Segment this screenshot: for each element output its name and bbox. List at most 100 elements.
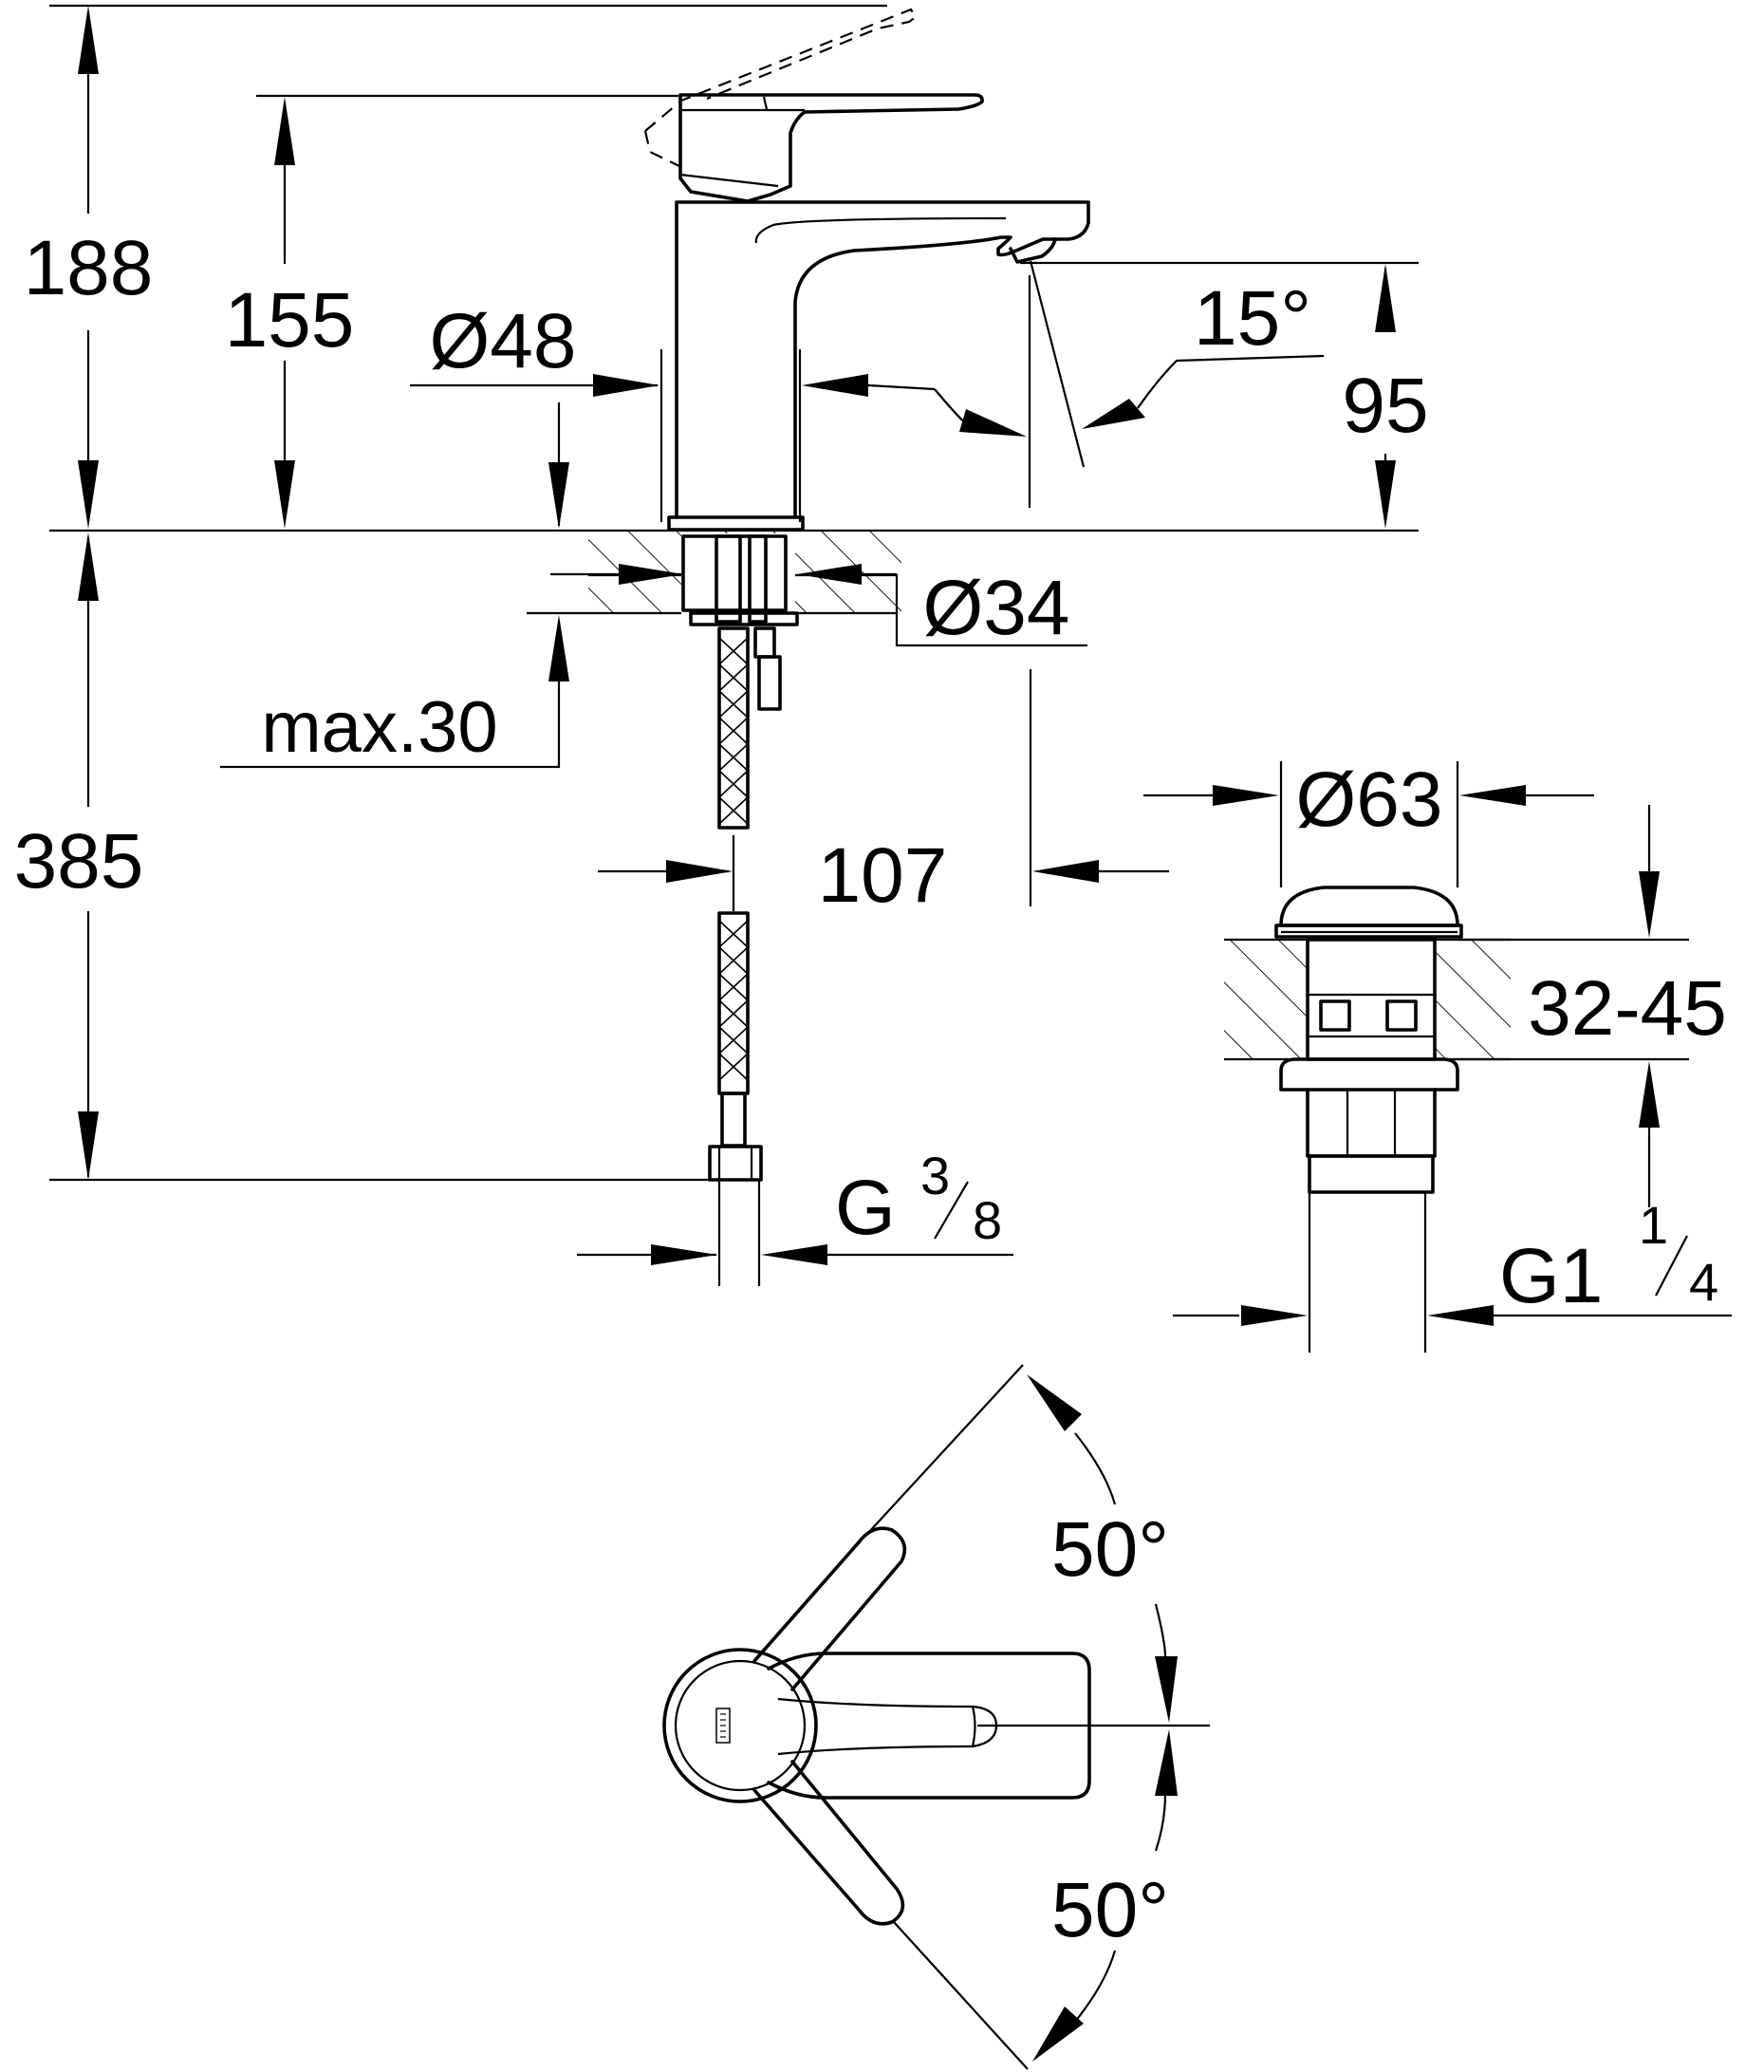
lever-top-rotated-down [752, 1760, 905, 1926]
arc-50-upper-bottom [1154, 1603, 1167, 1657]
arrow-107-left [666, 860, 733, 883]
arrow-34-right [797, 564, 862, 585]
arc-50-lower-bottom [1074, 1950, 1117, 2023]
lever-bottom-line [679, 173, 779, 188]
arrow-155-top [274, 97, 295, 165]
waste-cap [1279, 886, 1459, 927]
arrow-g114-right [1427, 1305, 1494, 1326]
arrow-g38-right [761, 1244, 827, 1265]
fraction-slash-g38 [934, 1181, 969, 1240]
arrow-34-left [619, 564, 683, 585]
faucet-top-view: 50° 50° [662, 1364, 1210, 2070]
dim-label-32-45: 32-45 [1528, 965, 1727, 1052]
hose-lower-braid [718, 920, 749, 1081]
arrow-48-left [593, 374, 659, 397]
arrow-g114-left [1241, 1305, 1308, 1326]
arrow-32-45-top [1639, 871, 1660, 938]
connection-label-g38-num: 3 [920, 1146, 950, 1205]
waste-slot-right [1385, 999, 1418, 1032]
arrow-15-left [959, 409, 1027, 437]
fixing-nut [689, 611, 799, 626]
hose-upper [717, 626, 750, 830]
arrow-188-bottom [78, 460, 99, 529]
connection-label-g38-den: 8 [973, 1190, 1002, 1250]
connection-label-g114-den: 4 [1689, 1252, 1718, 1312]
arrow-50-lower-start [1155, 1729, 1178, 1796]
arrow-32-45-bottom [1639, 1061, 1660, 1128]
brand-logo-mark [715, 1708, 731, 1744]
dim-label-34: Ø34 [923, 565, 1070, 651]
lever-top-inner [777, 1697, 976, 1756]
dim-label-15deg: 15° [1194, 275, 1311, 362]
angle-line-lower [893, 1921, 1029, 2070]
lever-raised-position-2 [643, 96, 771, 168]
hose-braid-upper [748, 534, 768, 624]
waste-nut-washer [1279, 1057, 1459, 1092]
arrow-95-top [1375, 264, 1396, 332]
faucet-base [667, 515, 805, 532]
arrow-50-upper-end [1155, 1656, 1178, 1723]
dim-label-155: 155 [225, 277, 355, 364]
dim-label-107: 107 [818, 832, 948, 919]
shank-cutout [681, 533, 795, 624]
hose-nut [708, 1145, 763, 1182]
arrow-48-right [802, 374, 868, 397]
connection-label-g38-g: G [835, 1165, 896, 1251]
waste-flange [1274, 924, 1463, 939]
connection-label-g114-num: 1 [1639, 1195, 1668, 1255]
waste-tail [1308, 1154, 1435, 1194]
waste-valve-view: Ø63 32-45 [1143, 756, 1732, 1353]
arrow-50-upper-start [1027, 1374, 1082, 1431]
faucet-body-highlight [754, 216, 1007, 244]
lever-top-rotated-up [752, 1526, 907, 1691]
basin-hatching-right [1435, 940, 1511, 1059]
lever-top-straight [767, 1652, 1091, 1800]
arrow-385-bottom [78, 1111, 99, 1180]
connection-label-g114-g: G1 [1499, 1233, 1603, 1319]
arrow-max30-bottom [548, 615, 569, 681]
hose-upper-braid [718, 637, 749, 825]
arrow-63-right [1459, 785, 1526, 806]
waste-nut [1306, 1088, 1437, 1158]
arrow-15-right [1082, 399, 1145, 429]
arrow-385-top [78, 532, 99, 601]
angle-label-lower: 50° [1051, 1867, 1169, 1953]
dim-line-48-right [867, 383, 936, 391]
faucet-side-view: 188 155 Ø48 15° 95 [14, 4, 1429, 1286]
fraction-slash-g114 [1655, 1235, 1688, 1297]
arrow-155-bottom [274, 460, 295, 529]
arrow-max30-top [548, 462, 569, 529]
arrow-50-lower-end [1032, 2007, 1084, 2062]
fixing-stud [715, 534, 742, 624]
dim-label-385: 385 [14, 818, 144, 905]
leader-max30 [220, 681, 561, 769]
lever-handle-outline [678, 93, 984, 203]
arrow-63-left [1213, 785, 1279, 806]
waste-body [1306, 938, 1437, 1061]
hose-connector [753, 626, 776, 659]
lever-top-inner-tip [972, 1705, 998, 1748]
lever-raised-position [644, 8, 918, 132]
arc-50-lower-top [1154, 1793, 1167, 1852]
dim-label-63: Ø63 [1296, 756, 1443, 843]
dim-label-95: 95 [1342, 363, 1428, 449]
faucet-body-outline [675, 200, 1090, 519]
basin-hatching-left [1224, 940, 1308, 1059]
dim-label-188: 188 [24, 225, 154, 311]
spout-angle-line [1029, 260, 1086, 468]
angle-line-upper [867, 1364, 1024, 1534]
arrow-g38-left [651, 1244, 717, 1265]
arrow-107-right [1032, 860, 1099, 883]
hose-connector-body [757, 655, 782, 711]
angle-arc-15-right-part [1137, 354, 1325, 409]
leader-34 [895, 574, 1087, 647]
dim-label-48: Ø48 [430, 298, 577, 384]
faucet-body-top-inner [674, 1659, 807, 1792]
arrow-188-top [78, 6, 99, 74]
arrow-95-bottom [1375, 460, 1396, 529]
faucet-body-top [662, 1648, 818, 1803]
dim-label-max30: max.30 [261, 687, 497, 768]
arc-50-upper-top [1074, 1432, 1117, 1505]
waste-slot-left [1319, 999, 1351, 1032]
